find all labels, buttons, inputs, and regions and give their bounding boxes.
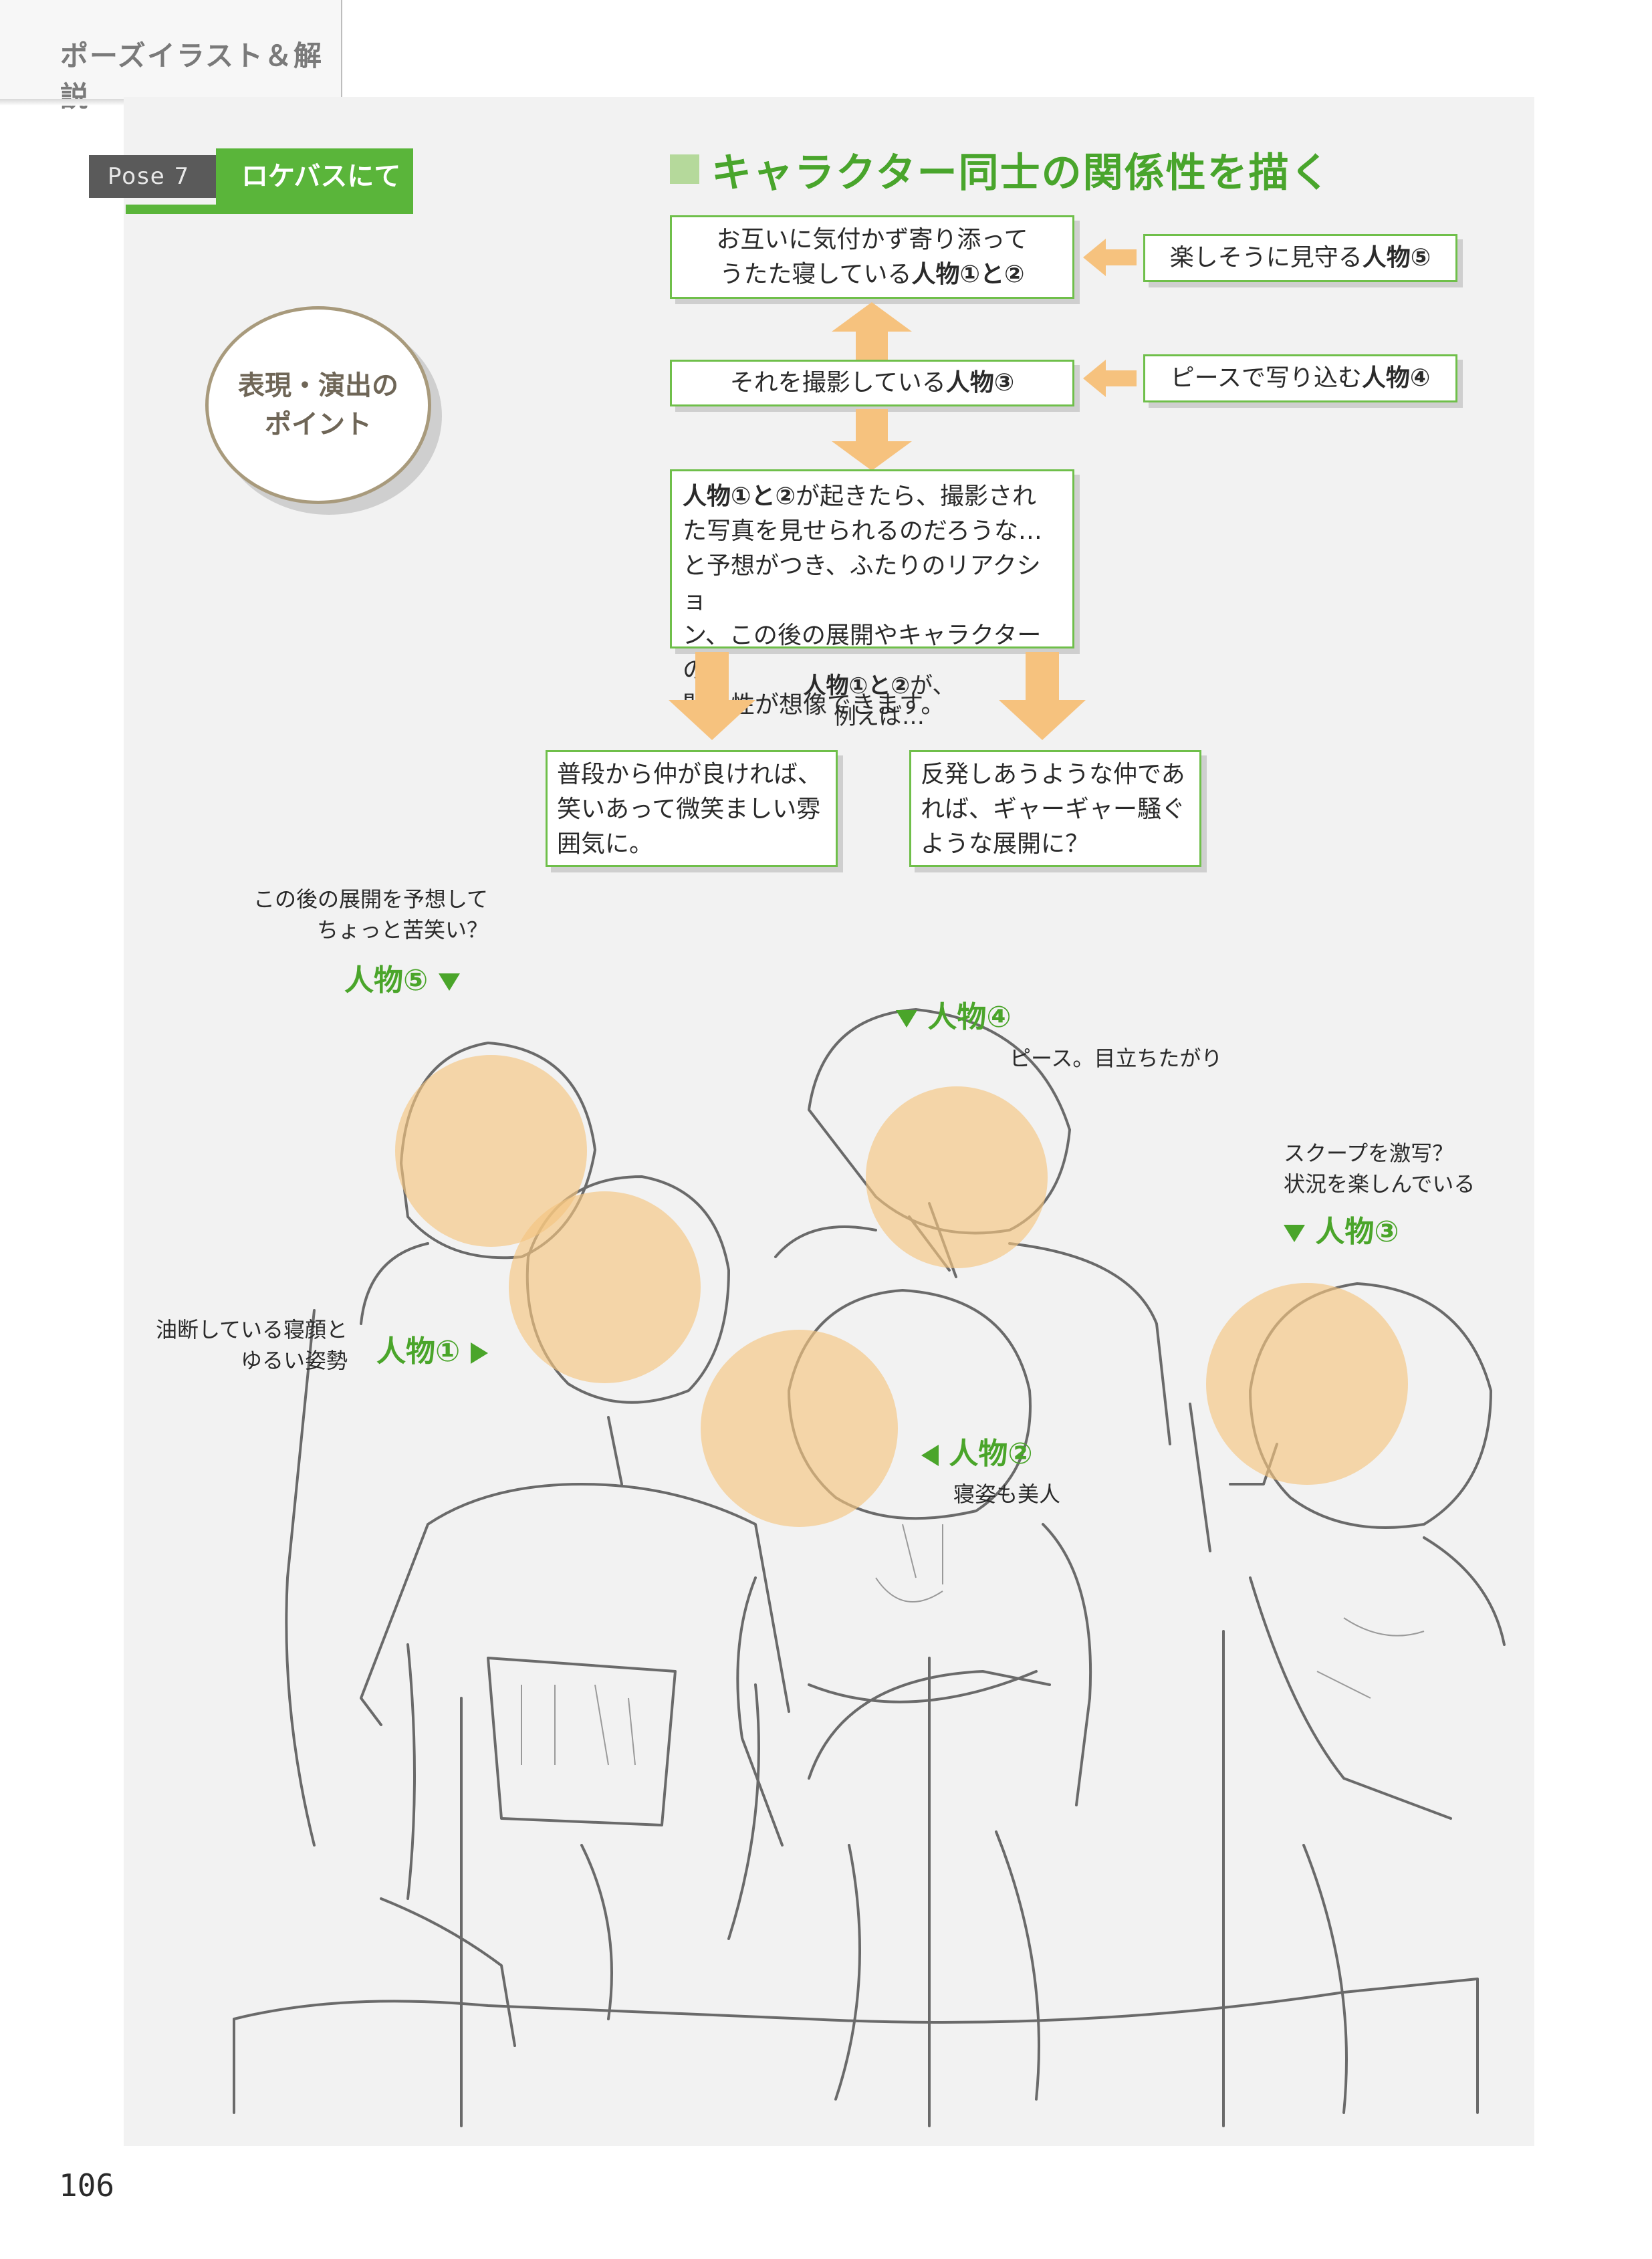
flow-box-photographer: それを撮影している人物③ (670, 360, 1074, 406)
face-highlight-person2 (701, 1330, 898, 1527)
header-title: ポーズイラスト＆解説 (60, 39, 324, 113)
branch-bold: 人物①と② (803, 673, 911, 699)
badge-line-1: 表現・演出の (238, 370, 398, 401)
flow-box-good-friends: 普段から仲が良ければ、 笑いあって微笑ましい雰 囲気に。 (546, 750, 838, 867)
triangle-down-icon (438, 973, 460, 991)
triangle-right-icon (470, 1342, 488, 1364)
double-arrow-vertical-icon (832, 302, 912, 364)
section-heading-text: キャラクター同士の関係性を描く (711, 149, 1332, 197)
triangle-down-icon (896, 1010, 917, 1028)
arrow-down-icon (669, 652, 755, 740)
person2-label: 人物② (921, 1429, 1033, 1472)
side1-bold: 人物⑤ (1362, 244, 1431, 271)
person1-label: 人物① (376, 1327, 488, 1370)
person4-label: 人物④ (896, 993, 1012, 1036)
person3-label: 人物③ (1284, 1207, 1399, 1250)
box5-line2: れば、ギャーギャー騒ぐ (921, 796, 1186, 823)
arrow-down-icon (999, 652, 1086, 740)
face-highlight-person4 (866, 1086, 1048, 1268)
box1-line1: お互いに気付かず寄り添って (716, 226, 1028, 253)
side1-prefix: 楽しそうに見守る (1169, 244, 1363, 271)
branch-label: 人物①と②が、 例えば… (789, 671, 969, 732)
box1-line2-bold: 人物①と② (911, 261, 1025, 288)
arrow-left-icon (1083, 360, 1137, 397)
pose-title: ロケバスにて (126, 148, 413, 214)
box5-line1: 反発しあうような仲であ (921, 761, 1185, 788)
point-badge: 表現・演出の ポイント (205, 306, 431, 504)
flow-box-sleeping-pair: お互いに気付かず寄り添って うたた寝している人物①と② (670, 215, 1074, 299)
box3-bold: 人物①と② (683, 483, 796, 510)
face-highlight-person1 (509, 1191, 701, 1383)
person5-label-text: 人物⑤ (344, 963, 429, 997)
person5-note-line1: この後の展開を予想して (253, 886, 488, 912)
box2-prefix: それを撮影している (729, 369, 946, 396)
flow-box-explanation: 人物①と②が起きたら、撮影され た写真を見せられるのだろうな… と予想がつき、ふ… (670, 469, 1074, 719)
person1-label-text: 人物① (376, 1334, 461, 1369)
person3-note: スクープを激写？ 状況を楽しんでいる (1284, 1138, 1475, 1199)
side2-bold: 人物④ (1361, 364, 1431, 392)
flow-side-box-person4: ピースで写り込む人物④ (1143, 354, 1457, 402)
person2-label-text: 人物② (949, 1437, 1033, 1471)
box1-line2: うたた寝している人物①と② (672, 257, 1072, 292)
branch-line1: 人物①と②が、 (789, 671, 969, 701)
person3-label-text: 人物③ (1315, 1215, 1399, 1249)
person5-label: 人物⑤ (344, 956, 460, 999)
box3-line4: ン、この後の展開やキャラクターの (683, 622, 1042, 684)
face-highlight-person3 (1206, 1283, 1408, 1485)
box3-line3: と予想がつき、ふたりのリアクショ (683, 552, 1041, 614)
branch-line2: 例えば… (834, 703, 925, 730)
branch-line1-rest: が、 (910, 673, 955, 699)
box3-line1-rest: が起きたら、撮影され (795, 483, 1036, 510)
box3-line1: 人物①と②が起きたら、撮影され (683, 479, 1062, 514)
pose-number-label: Pose 7 (89, 155, 216, 198)
section-heading: キャラクター同士の関係性を描く (670, 142, 1332, 197)
person4-label-text: 人物④ (927, 1000, 1012, 1034)
box4-line3: 囲気に。 (557, 830, 654, 858)
flow-box-rivals: 反発しあうような仲であ れば、ギャーギャー騒ぐ ような展開に？ (909, 750, 1201, 867)
person5-note-line2: ちょっと苦笑い？ (316, 917, 488, 943)
page-number: 106 (59, 2167, 115, 2204)
arrow-left-icon (1083, 239, 1137, 276)
person5-note: この後の展開を予想して ちょっと苦笑い？ (201, 884, 488, 945)
person1-note: 油断している寝顔と ゆるい姿勢 (134, 1314, 348, 1376)
arrow-down-icon (832, 409, 912, 471)
person2-note: 寝姿も美人 (953, 1481, 1061, 1507)
triangle-left-icon (921, 1445, 939, 1466)
box2-bold: 人物③ (945, 369, 1015, 396)
badge-line-2: ポイント (265, 409, 372, 440)
header-tab: ポーズイラスト＆解説 (0, 0, 342, 113)
box3-line2: た写真を見せられるのだろうな… (683, 517, 1042, 545)
person1-note-line2: ゆるい姿勢 (240, 1348, 348, 1373)
person3-note-line2: 状況を楽しんでいる (1284, 1171, 1476, 1197)
box4-line1: 普段から仲が良ければ、 (557, 761, 822, 788)
person3-note-line1: スクープを激写？ (1284, 1141, 1454, 1166)
box1-line2-prefix: うたた寝している (719, 261, 912, 288)
triangle-down-icon (1284, 1225, 1305, 1242)
flow-side-box-person5: 楽しそうに見守る人物⑤ (1143, 234, 1457, 282)
person4-note: ピース。目立ちたがり (1010, 1046, 1223, 1071)
side2-prefix: ピースで写り込む (1170, 364, 1362, 392)
box4-line2: 笑いあって微笑ましい雰 (557, 796, 821, 823)
person1-note-line1: 油断している寝顔と (155, 1317, 348, 1342)
box5-line3: ような展開に？ (921, 830, 1090, 858)
square-bullet-icon (670, 154, 699, 184)
